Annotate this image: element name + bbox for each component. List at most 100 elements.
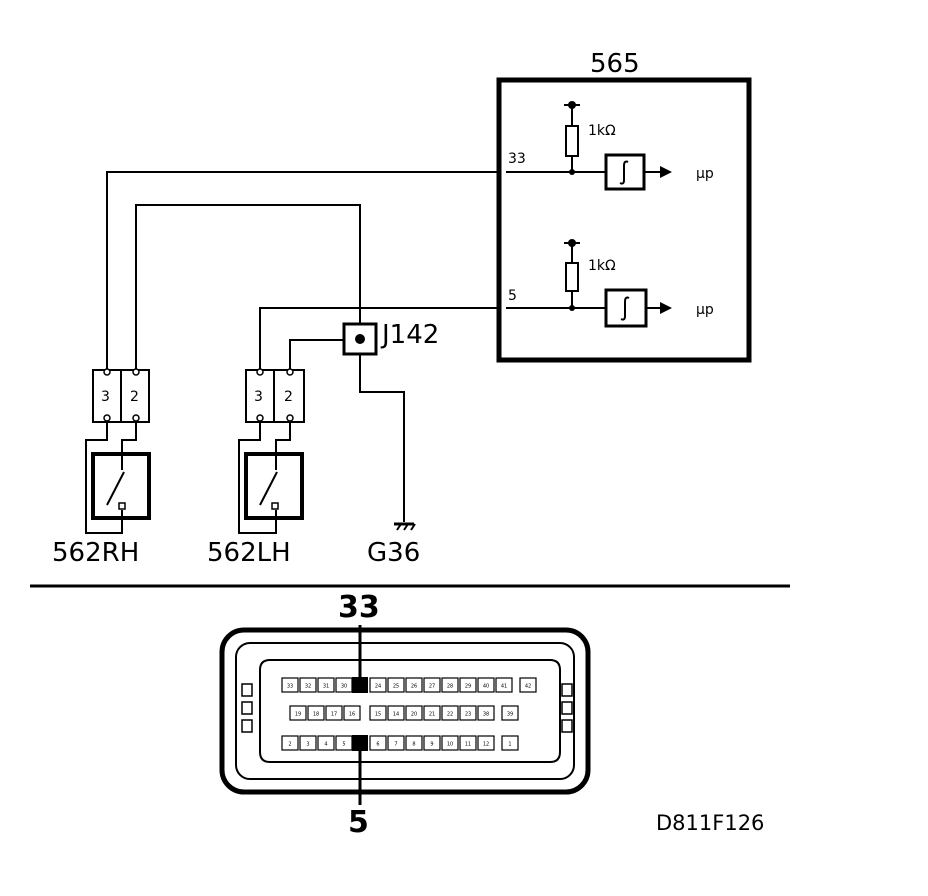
connector-pin-number: 2 — [288, 742, 291, 748]
connector-pin-number: 7 — [394, 742, 397, 748]
connector-pin-number: 11 — [465, 742, 471, 748]
resistor-label: 1kΩ — [588, 123, 616, 139]
connector-outer-shell — [219, 627, 591, 795]
switch-562lh: 3 2 562LH — [207, 368, 305, 568]
connector-pin-number: 26 — [411, 684, 417, 690]
connector-pin-number: 9 — [430, 742, 433, 748]
connector-pin-cell — [299, 677, 317, 693]
connector-pin-cell — [369, 735, 387, 751]
switch-label: 562RH — [52, 538, 139, 568]
wire-33 — [106, 171, 499, 372]
ground-label: G36 — [367, 538, 420, 568]
connector-pin-cell — [441, 705, 459, 721]
connector-pin-box — [273, 369, 305, 423]
connector-pin-cell — [423, 705, 441, 721]
connector-pin-number: 23 — [465, 712, 471, 718]
connector-pin-number: 20 — [411, 712, 417, 718]
connector-pin-number: 4 — [324, 742, 327, 748]
connector-pin-cell — [459, 705, 477, 721]
connector-pin-number: 38 — [483, 712, 489, 718]
connector-pin-number: 39 — [507, 712, 513, 718]
connector-inner-shell — [235, 642, 575, 780]
connector-pin-number: 40 — [483, 684, 489, 690]
connector-pin-cell — [477, 677, 495, 693]
output-label: µp — [696, 166, 714, 182]
switch-contact-icon — [106, 471, 125, 506]
connector-pin-cell — [299, 735, 317, 751]
connector-pin-cell — [441, 735, 459, 751]
pin-label: 2 — [284, 389, 293, 405]
connector-pin-cell — [495, 677, 513, 693]
junction-label: J142 — [380, 320, 439, 350]
figure-code: D811F126 — [656, 811, 764, 835]
connector-pin-number: 12 — [483, 742, 489, 748]
connector-pin-number: 16 — [349, 712, 355, 718]
connector-pin-number: 25 — [393, 684, 399, 690]
connector-pin-number: 1 — [508, 742, 511, 748]
connector-pin-cell — [459, 677, 477, 693]
module-box — [496, 77, 752, 363]
connector-pin-number: 14 — [393, 712, 399, 718]
connector-pin-cell — [423, 735, 441, 751]
connector-pin-number: 31 — [323, 684, 329, 690]
switch-label: 562LH — [207, 538, 291, 568]
connector-pin-cell — [325, 705, 343, 721]
connector-pin-number: 33 — [287, 684, 293, 690]
connector-pin-cell — [387, 735, 405, 751]
connector-pin-number: 10 — [447, 742, 453, 748]
pin-label: 3 — [254, 389, 263, 405]
connector-latch-left — [241, 683, 253, 733]
connector-pin-cell — [405, 677, 423, 693]
connector-pin-cell — [289, 705, 307, 721]
connector-pin-cell — [459, 735, 477, 751]
connector-pin-number: 29 — [465, 684, 471, 690]
connector-pin-field — [259, 659, 561, 763]
connector-pin-number: 28 — [447, 684, 453, 690]
junction-dot — [355, 334, 365, 344]
resistor-1k-icon — [565, 262, 579, 292]
connector-pin-cell — [441, 677, 459, 693]
connector-pin-cell — [343, 705, 361, 721]
connector-pin-cell — [369, 677, 387, 693]
connector-pin-number: 18 — [313, 712, 319, 718]
switch-box — [244, 452, 304, 520]
connector-pin-number: 17 — [331, 712, 337, 718]
connector-pin-number: 30 — [341, 684, 347, 690]
connector-pin-cell — [387, 677, 405, 693]
pin-label: 2 — [130, 389, 139, 405]
connector-pin-number: 41 — [501, 684, 507, 690]
wire-rh-ground — [135, 204, 361, 372]
pin-label-33: 33 — [508, 151, 526, 167]
arrow-right-icon — [660, 302, 672, 314]
connector-pin-number: 27 — [429, 684, 435, 690]
junction-j142: J142 — [342, 320, 439, 356]
pin-5-highlight — [352, 735, 368, 751]
module-565: 565 33 1kΩ µp 5 1kΩ — [496, 49, 752, 363]
connector-pin-cell — [369, 705, 387, 721]
connector-pin-cell — [317, 735, 335, 751]
connector-pin-number: 22 — [447, 712, 453, 718]
pin-label: 3 — [101, 389, 110, 405]
connector-pin-number: 42 — [525, 684, 531, 690]
connector-pin-number: 6 — [376, 742, 379, 748]
input-channel-33: 33 1kΩ µp — [506, 101, 714, 191]
connector-pin-cell — [501, 705, 519, 721]
connector-pin-cell — [405, 705, 423, 721]
connector-pin-cell — [281, 677, 299, 693]
connector-pin-number: 32 — [305, 684, 311, 690]
connector-pin-cell — [477, 705, 495, 721]
switch-562rh: 3 2 562RH — [52, 368, 151, 568]
connector-bottom-pin-label: 5 — [348, 805, 369, 840]
wire-lh-ground — [289, 339, 344, 372]
connector-pin-number: 21 — [429, 712, 435, 718]
connector-top-pin-label: 33 — [338, 590, 380, 625]
connector-latch-right — [561, 683, 573, 733]
connector-pin-number: 19 — [295, 712, 301, 718]
input-channel-5: 5 1kΩ µp — [506, 239, 714, 328]
connector-pin-cell — [387, 705, 405, 721]
ground-g36: G36 — [367, 522, 420, 568]
connector-pin-box — [92, 369, 122, 423]
wires — [106, 171, 499, 522]
